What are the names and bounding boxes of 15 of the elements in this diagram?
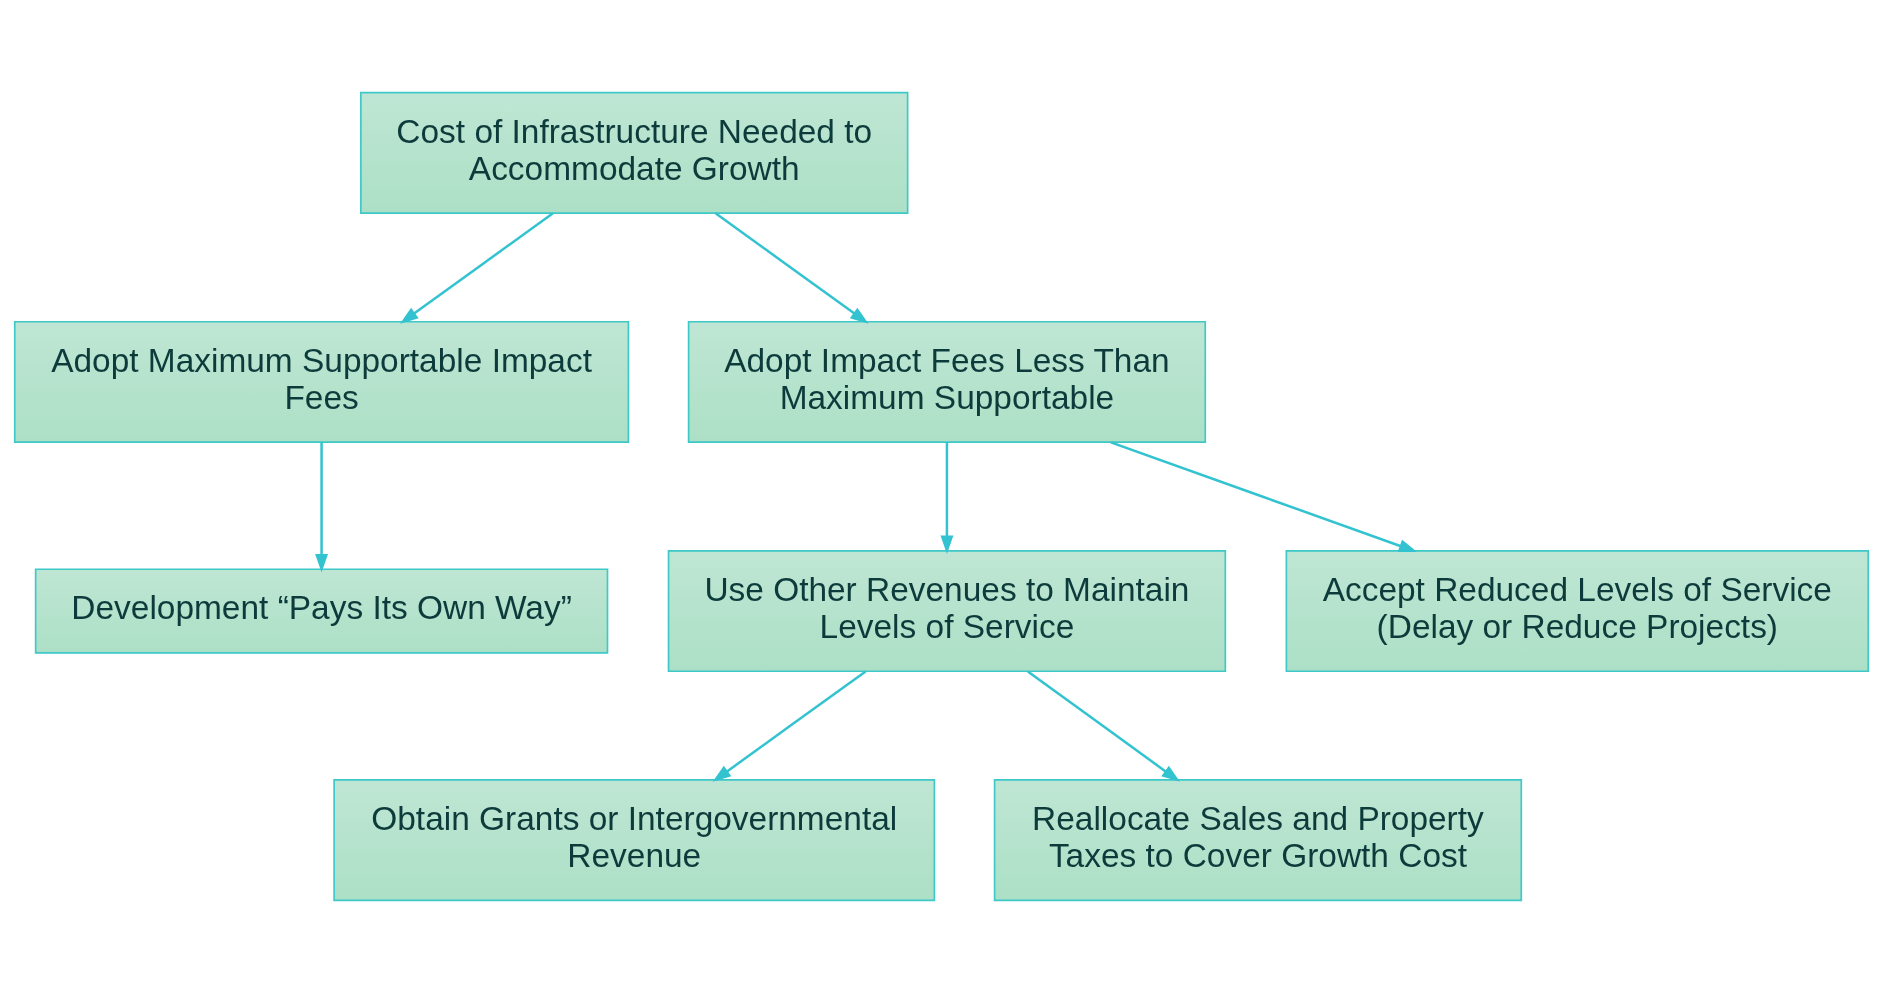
arrow [399, 211, 554, 324]
node-box: Cost of Infrastructure Needed to Accommodate Growth [360, 91, 909, 214]
node-box: Adopt Maximum Supportable Impact Fees [13, 320, 630, 443]
arrow [1027, 669, 1180, 782]
node-box: Development “Pays Its Own Way” [34, 567, 609, 654]
arrow [940, 441, 954, 554]
node-box: Accept Reduced Levels of Service (Delay or Reduce Projects) [1285, 549, 1870, 672]
node-box: Obtain Grants or Intergovernmental Revenue [333, 778, 936, 901]
arrow [712, 669, 867, 782]
arrow [1110, 440, 1418, 552]
node-box: Use Other Revenues to Maintain Levels of Service [667, 549, 1227, 672]
node-box: Reallocate Sales and Property Taxes to Cover Growth Cost [993, 778, 1523, 901]
arrow [315, 441, 328, 573]
arrow [714, 211, 869, 324]
node-box: Adopt Impact Fees Less Than Maximum Supportable [687, 320, 1207, 443]
